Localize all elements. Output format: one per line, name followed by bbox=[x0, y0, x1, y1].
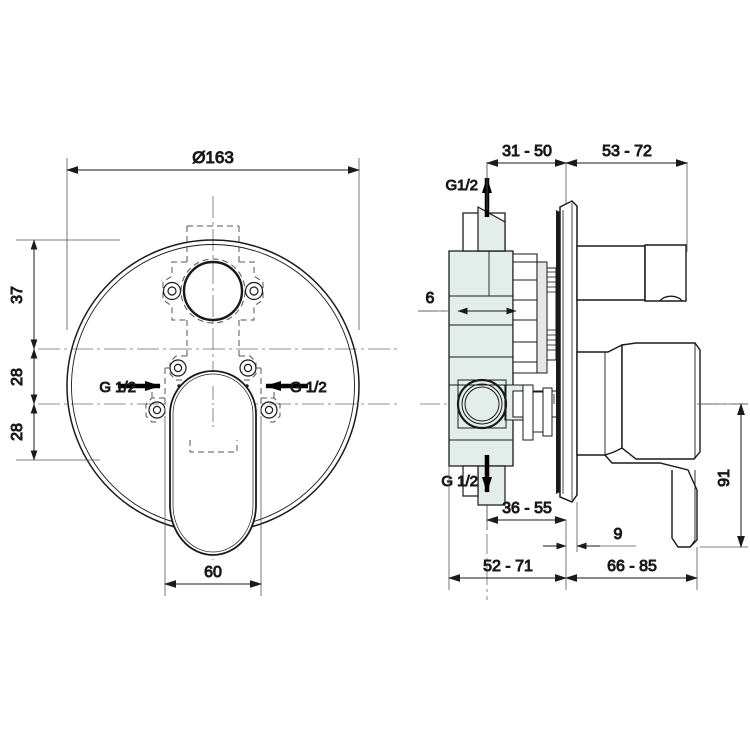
dimension-28b-label: 28 bbox=[9, 423, 26, 441]
outlet-arrow-bottom: G 1/2 bbox=[441, 455, 492, 493]
lever-handle-section bbox=[576, 342, 701, 548]
dimension-53-72-label: 53 - 72 bbox=[602, 143, 652, 160]
label-outlet-bottom: G 1/2 bbox=[441, 473, 478, 490]
dimension-31-50-label: 31 - 50 bbox=[502, 143, 552, 160]
lever-handle-front bbox=[169, 370, 257, 556]
dimension-37-label: 37 bbox=[9, 286, 26, 304]
dimension-60-label: 60 bbox=[204, 564, 222, 581]
dimension-9: 9 bbox=[543, 502, 636, 552]
label-port-right: G 1/2 bbox=[290, 379, 327, 396]
dimension-91: 91 bbox=[697, 403, 748, 548]
dimension-plate-diameter: Ø163 bbox=[66, 148, 360, 330]
handle-extension-guides bbox=[164, 367, 262, 453]
label-port-left: G 1/2 bbox=[99, 379, 136, 396]
cartridge-opening bbox=[182, 260, 244, 322]
dimension-53-72: 53 - 72 bbox=[565, 143, 688, 252]
dimension-28a-label: 28 bbox=[9, 368, 26, 386]
escutcheon-plate-section bbox=[556, 200, 578, 503]
dimension-52-71: 52 - 71 bbox=[448, 466, 567, 590]
dimension-handle-width: 60 bbox=[164, 416, 262, 596]
dimension-diameter-label: Ø163 bbox=[192, 148, 234, 167]
dimension-9-label: 9 bbox=[614, 526, 623, 543]
dimension-36-55: 36 - 55 bbox=[486, 500, 567, 530]
dimension-66-85: 66 - 85 bbox=[565, 547, 698, 590]
dimension-6: 6 bbox=[418, 290, 517, 315]
valve-body bbox=[448, 205, 524, 506]
dimension-66-85-label: 66 - 85 bbox=[607, 558, 657, 575]
diverter-knob-section bbox=[576, 244, 687, 302]
cartridge-assembly bbox=[512, 253, 561, 441]
dimension-31-50: 31 - 50 bbox=[486, 143, 567, 210]
dimension-vertical-stack: 37 28 28 bbox=[9, 239, 120, 461]
section-view: G1/2 G 1/2 6 31 - 50 53 - 72 bbox=[418, 143, 748, 600]
dimension-52-71-label: 52 - 71 bbox=[483, 558, 533, 575]
dimension-6-label: 6 bbox=[426, 290, 435, 307]
dimension-91-label: 91 bbox=[716, 469, 733, 487]
label-inlet-top: G1/2 bbox=[445, 177, 478, 194]
front-view: Ø163 37 28 28 60 G 1/2 G 1/2 bbox=[9, 148, 400, 596]
dimension-36-55-label: 36 - 55 bbox=[502, 500, 552, 517]
